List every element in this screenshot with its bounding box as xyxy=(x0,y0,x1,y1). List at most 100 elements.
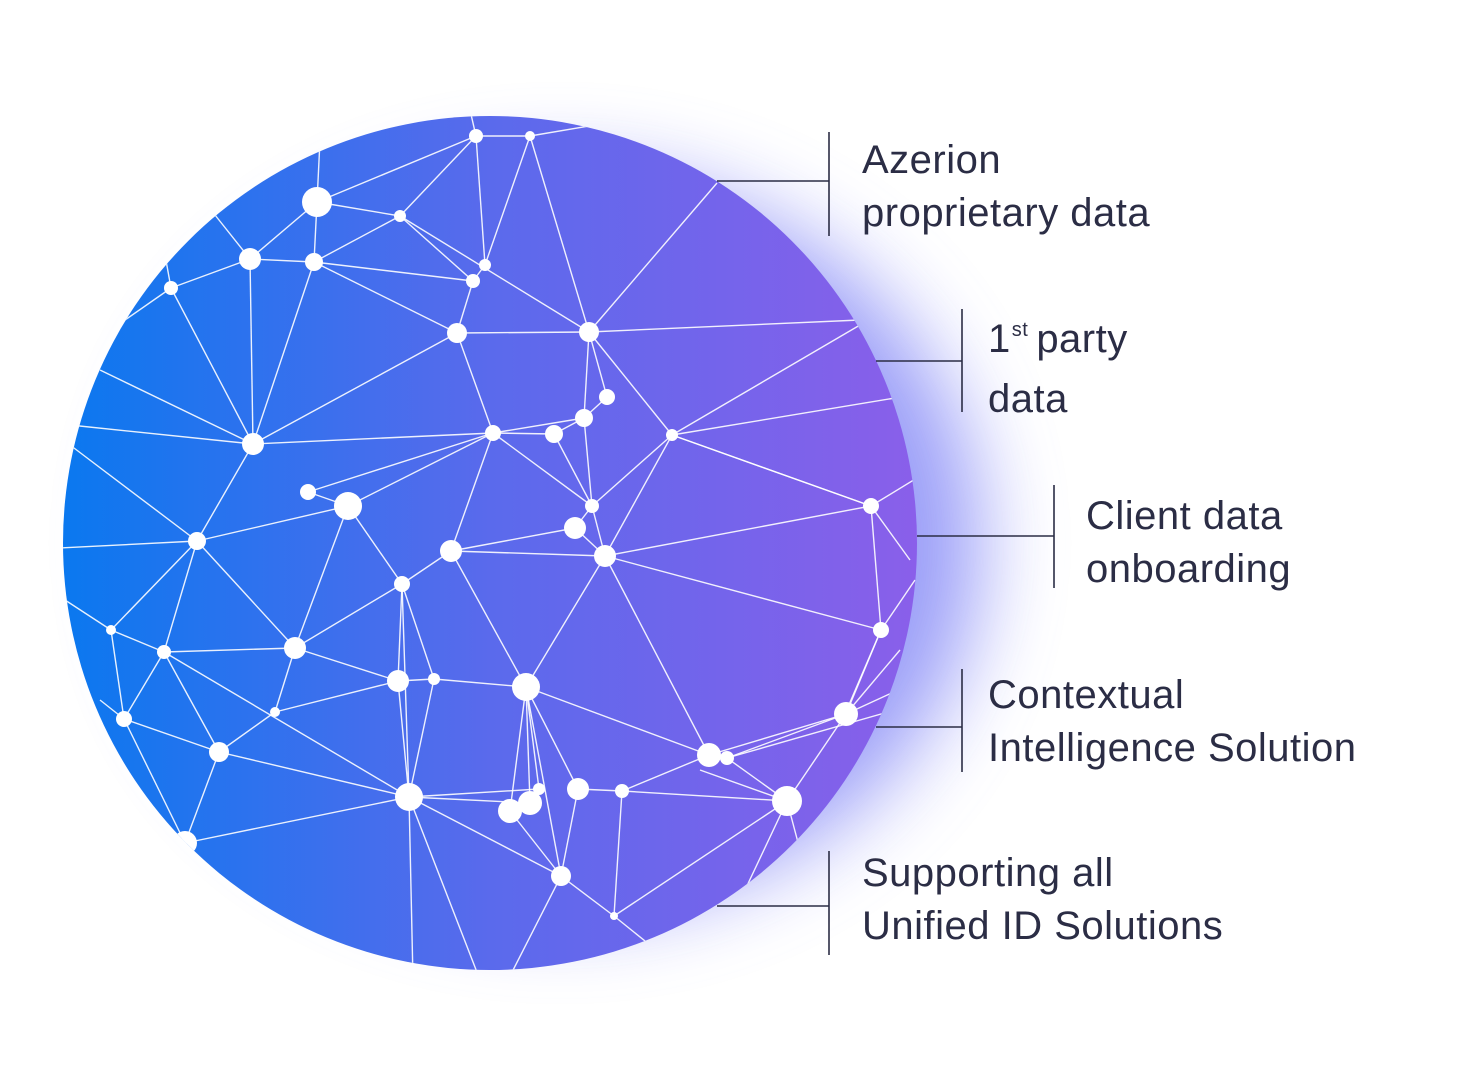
network-node xyxy=(579,322,599,342)
network-edge xyxy=(699,769,788,802)
network-edge xyxy=(621,790,788,802)
network-edge xyxy=(274,647,296,713)
network-edge xyxy=(170,258,251,289)
label-unified-line-2: Unified ID Solutions xyxy=(862,904,1224,948)
network-edge xyxy=(525,686,562,877)
network-edge xyxy=(408,796,414,970)
network-node xyxy=(239,248,261,270)
network-node xyxy=(387,670,409,692)
network-edges xyxy=(63,116,917,970)
network-node xyxy=(575,409,593,427)
network-node xyxy=(567,778,589,800)
ordinal-number: 1 xyxy=(988,317,1011,361)
network-edge xyxy=(525,686,531,804)
network-node xyxy=(615,784,629,798)
network-edge xyxy=(591,434,673,507)
network-edge xyxy=(196,505,349,542)
network-edge xyxy=(671,434,872,507)
network-edge xyxy=(870,505,882,631)
network-edge xyxy=(588,331,673,436)
network-edge xyxy=(252,332,458,445)
label-azerion-line-2: proprietary data xyxy=(862,191,1151,235)
network-node xyxy=(564,517,586,539)
network-edge xyxy=(163,651,220,753)
network-edge xyxy=(450,550,606,557)
network-node xyxy=(873,622,889,638)
network-node xyxy=(551,866,571,886)
network-edge xyxy=(525,555,606,688)
network-edge xyxy=(408,796,481,970)
label-client-line-2: onboarding xyxy=(1086,547,1292,591)
network-node xyxy=(610,912,618,920)
network-mesh xyxy=(63,116,917,970)
network-node xyxy=(188,532,206,550)
ordinal-suffix: st xyxy=(1011,319,1029,341)
network-edge xyxy=(399,215,474,282)
network-edge xyxy=(560,875,615,917)
label-contextual-line-2: Intelligence Solution xyxy=(988,726,1357,770)
network-node xyxy=(270,707,280,717)
network-edge xyxy=(744,800,788,891)
network-edge xyxy=(613,790,623,917)
network-node xyxy=(469,129,483,143)
network-node xyxy=(599,389,615,405)
network-edge xyxy=(408,796,562,877)
network-edge xyxy=(456,332,494,434)
network-node xyxy=(594,545,616,567)
network-edge xyxy=(604,505,872,557)
network-edge xyxy=(401,583,410,798)
network-edge xyxy=(294,583,403,649)
network-edge xyxy=(313,261,474,282)
network-edge xyxy=(399,135,477,217)
network-edge xyxy=(604,555,882,631)
network-node xyxy=(512,673,540,701)
network-edge xyxy=(69,424,254,445)
network-edge xyxy=(123,718,220,753)
network-edge xyxy=(123,718,186,844)
network-edge xyxy=(529,124,596,137)
network-edge xyxy=(184,751,220,844)
network-node xyxy=(334,492,362,520)
network-node xyxy=(106,625,116,635)
network-edge xyxy=(110,629,125,720)
label-unified-id-solutions: Supporting all Unified ID Solutions xyxy=(862,847,1223,953)
network-edge xyxy=(492,432,555,435)
network-edge xyxy=(671,324,861,436)
network-edge xyxy=(525,686,579,790)
network-edge xyxy=(786,713,847,802)
network-edge xyxy=(870,505,911,561)
network-edge xyxy=(313,261,458,334)
network-edge xyxy=(588,331,608,398)
label-contextual-line-1: Contextual xyxy=(988,673,1185,717)
label-azerion-proprietary-data: Azerion proprietary data xyxy=(862,134,1150,240)
network-edge xyxy=(110,629,165,653)
label-client-line-1: Client data xyxy=(1086,494,1283,538)
network-edge xyxy=(163,647,296,653)
network-node xyxy=(720,751,734,765)
network-edge xyxy=(399,215,590,333)
network-edge xyxy=(163,651,410,798)
network-edge xyxy=(450,432,494,552)
network-edge xyxy=(397,583,403,682)
network-node xyxy=(485,425,501,441)
network-edge xyxy=(124,287,172,321)
network-edge xyxy=(525,686,540,790)
network-node xyxy=(157,645,171,659)
network-edge xyxy=(845,649,901,715)
network-node xyxy=(666,429,678,441)
network-node xyxy=(394,210,406,222)
network-node xyxy=(772,786,802,816)
network-node xyxy=(697,743,721,767)
network-node xyxy=(173,831,197,855)
network-node xyxy=(447,323,467,343)
network-edge xyxy=(218,751,410,798)
network-node xyxy=(440,540,462,562)
network-edge xyxy=(475,135,486,266)
network-edge xyxy=(196,443,254,542)
network-node xyxy=(863,498,879,514)
network-edge xyxy=(307,432,494,493)
network-node xyxy=(284,637,306,659)
